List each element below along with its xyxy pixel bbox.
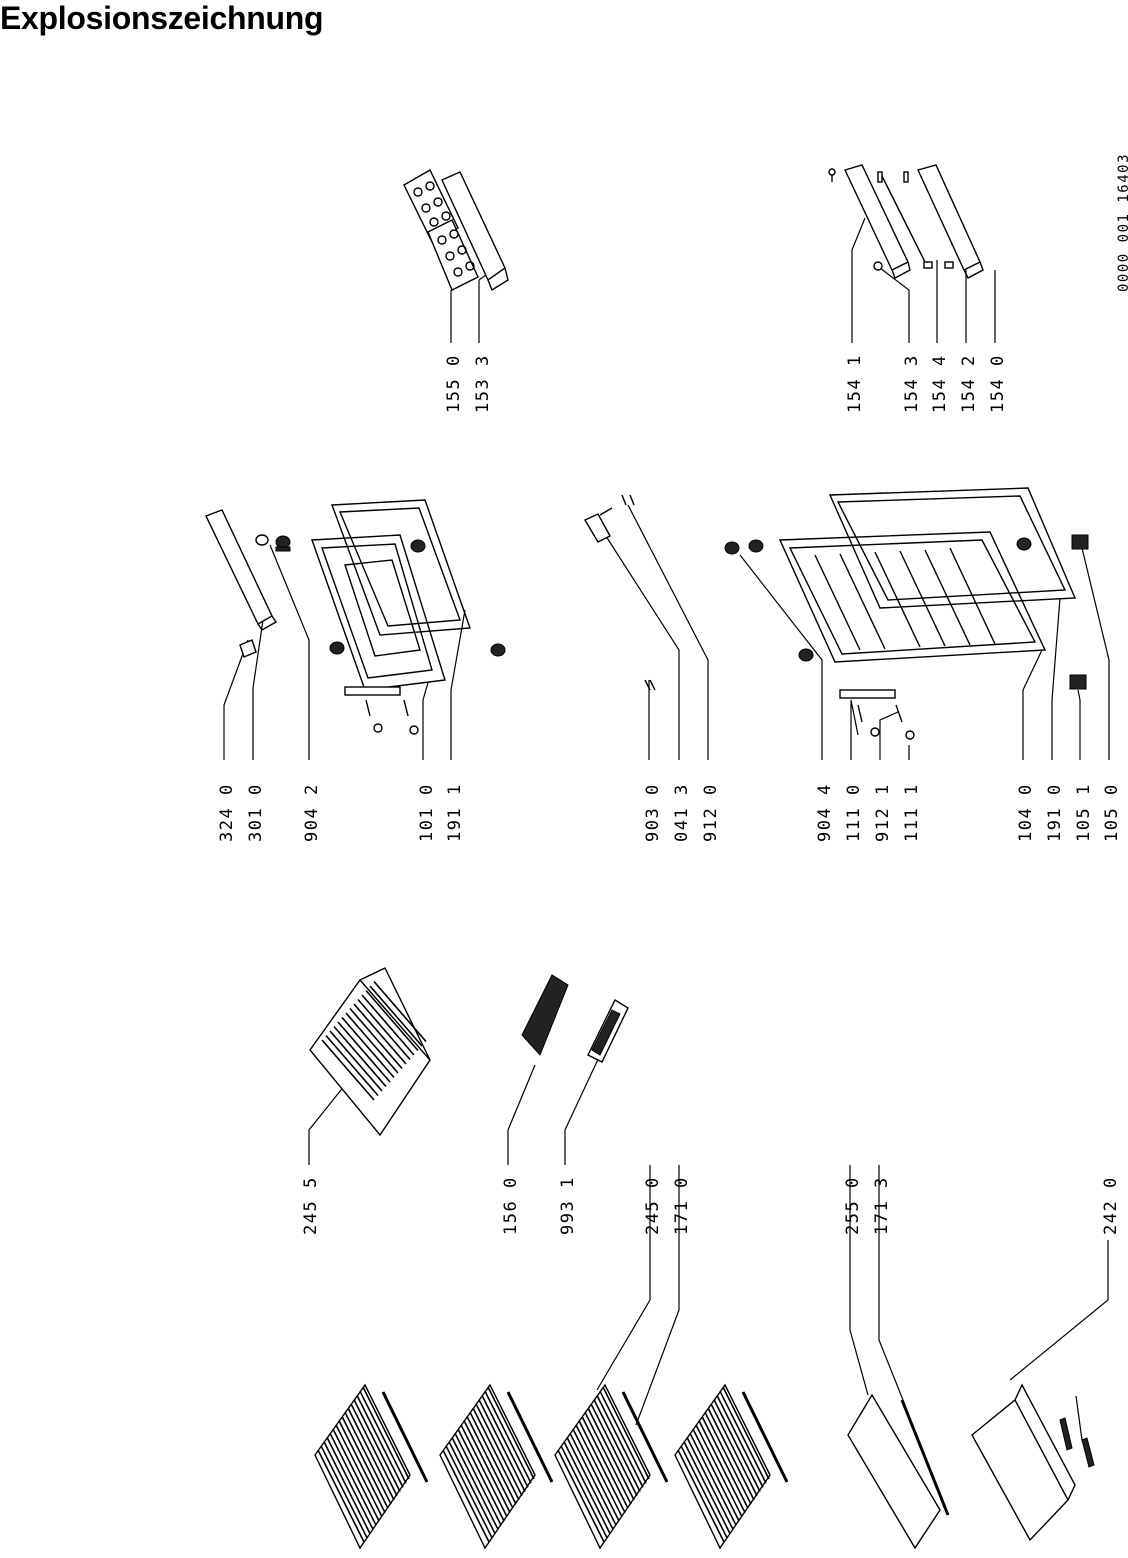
part-label: 154 3	[902, 354, 922, 413]
part-993-scraper	[587, 999, 629, 1063]
part-105-feet	[1069, 534, 1089, 690]
part-label: 903 0	[643, 783, 663, 842]
part-label: 104 0	[1016, 783, 1036, 842]
reference-code: 0000 001 16403	[1116, 153, 1128, 292]
part-label: 191 1	[445, 783, 465, 842]
part-labels: 324 0 301 0 904 2 101 0 191 1 903 0 041 3 912 0…	[217, 354, 1122, 1235]
part-label: 245 5	[301, 1176, 321, 1235]
part-label: 105 1	[1074, 783, 1094, 842]
part-label: 993 1	[558, 1176, 578, 1235]
leader-lines	[223, 217, 1110, 1441]
part-label: 904 2	[302, 783, 322, 842]
part-154-0-shelf	[917, 164, 984, 279]
part-label: 101 0	[417, 783, 437, 842]
part-label: 041 3	[672, 783, 692, 842]
part-label: 153 3	[473, 354, 493, 413]
part-label: 324 0	[217, 783, 237, 842]
part-191-0-gasket	[828, 487, 1077, 609]
part-upper-hinge-parts	[329, 539, 506, 735]
page-title: Explosionszeichnung	[0, 0, 324, 36]
part-101-door-panel	[311, 534, 446, 691]
part-255-glass-plate	[847, 1393, 950, 1550]
part-245-5-basket	[309, 967, 431, 1137]
part-label: 171 3	[872, 1176, 892, 1235]
part-191-1-gasket	[331, 499, 471, 636]
part-label: 105 0	[1102, 783, 1122, 842]
part-label: 912 1	[873, 783, 893, 842]
part-324-clip	[239, 639, 257, 658]
part-label: 154 1	[845, 354, 865, 413]
part-153-door-shelf	[441, 171, 509, 292]
part-104-door-panel	[778, 531, 1047, 663]
part-label: 154 0	[988, 354, 1008, 413]
part-label: 155 0	[444, 354, 464, 413]
part-label: 154 4	[930, 354, 950, 413]
part-label: 255 0	[843, 1176, 863, 1235]
part-label: 111 1	[902, 783, 922, 842]
part-label: 245 0	[643, 1176, 663, 1235]
part-label: 171 0	[672, 1176, 692, 1235]
part-156-ice-tray	[521, 974, 569, 1056]
part-245-0-wire-shelves	[314, 1383, 789, 1550]
part-904-2-pins	[255, 534, 291, 552]
part-label: 912 0	[701, 783, 721, 842]
part-label: 904 4	[815, 783, 835, 842]
part-903-screws	[644, 679, 656, 691]
part-041-bracket	[584, 494, 635, 543]
part-242-drawer	[971, 1383, 1095, 1542]
part-label: 301 0	[246, 783, 266, 842]
part-label: 191 0	[1045, 783, 1065, 842]
part-label: 111 0	[844, 783, 864, 842]
part-155-egg-trays	[403, 169, 479, 291]
part-154-3-4-2-clips	[877, 171, 954, 269]
part-lower-hinge-parts	[724, 537, 1032, 740]
part-label: 154 2	[959, 354, 979, 413]
part-301-bar	[205, 509, 277, 631]
part-label: 156 0	[501, 1176, 521, 1235]
part-154-1-shelf	[828, 164, 911, 279]
part-label: 242 0	[1101, 1176, 1121, 1235]
